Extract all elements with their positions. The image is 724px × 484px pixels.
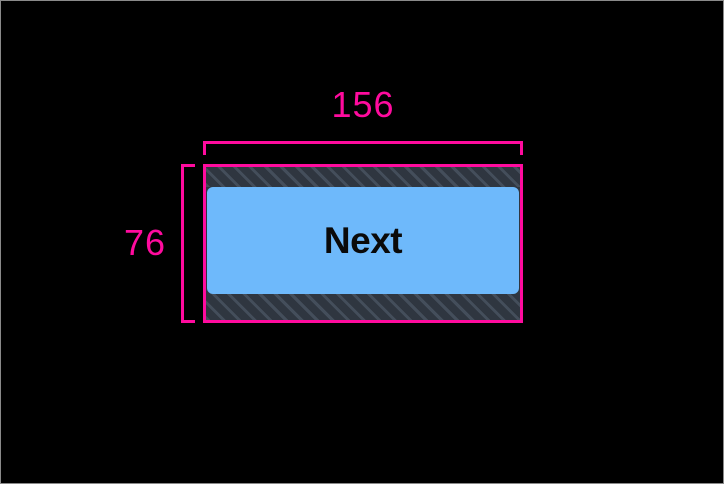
padding-hatch-top xyxy=(206,167,520,187)
width-dimension-label: 156 xyxy=(331,84,395,125)
selection-highlight-frame[interactable]: Next xyxy=(203,164,523,323)
width-dimension-bracket xyxy=(203,141,523,155)
next-button-label: Next xyxy=(323,220,403,261)
height-dimension-label: 76 xyxy=(123,222,166,263)
padding-hatch-bottom xyxy=(206,294,520,320)
height-dimension-bracket xyxy=(181,164,195,323)
next-button[interactable]: Next xyxy=(207,187,519,294)
widget-box-model: Next xyxy=(206,167,520,320)
